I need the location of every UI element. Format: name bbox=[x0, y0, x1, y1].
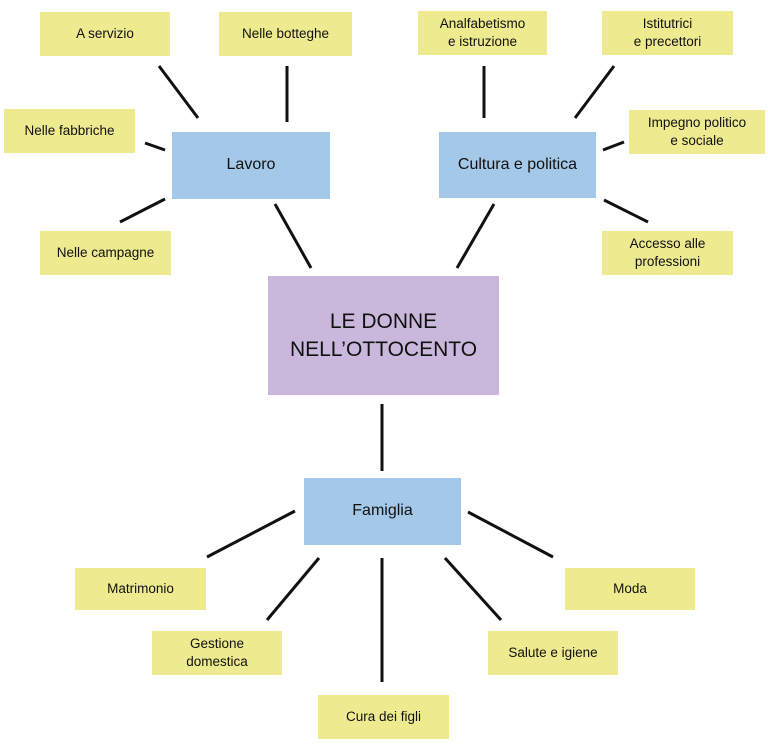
leaf-nelle-botteghe: Nelle botteghe bbox=[219, 12, 352, 56]
branch-famiglia: Famiglia bbox=[304, 478, 461, 545]
leaf-cura-dei-figli: Cura dei figli bbox=[318, 695, 449, 739]
connector-famiglia-gestione bbox=[265, 557, 321, 621]
connector-cultura-istit bbox=[573, 65, 616, 119]
connector-famiglia-matrim bbox=[206, 509, 296, 559]
leaf-istitutrici-precettori: Istitutrici e precettori bbox=[602, 11, 733, 55]
connector-famiglia-moda bbox=[467, 510, 554, 559]
leaf-matrimonio: Matrimonio bbox=[75, 568, 206, 610]
leaf-a-servizio: A servizio bbox=[40, 12, 170, 56]
leaf-impegno-politico-sociale: Impegno politico e sociale bbox=[629, 110, 765, 154]
connector-lavoro-campagne bbox=[119, 197, 166, 224]
connector-cultura-accesso bbox=[603, 198, 649, 224]
connector-center-cultura bbox=[455, 203, 496, 269]
leaf-nelle-fabbriche: Nelle fabbriche bbox=[4, 109, 135, 153]
connector-lavoro-fabbriche bbox=[144, 141, 166, 152]
leaf-gestione-domestica: Gestione domestica bbox=[152, 631, 282, 675]
branch-cultura-politica: Cultura e politica bbox=[439, 132, 596, 198]
leaf-analfabetismo-istruzione: Analfabetismo e istruzione bbox=[418, 11, 547, 55]
connector-cultura-impegno bbox=[602, 140, 625, 152]
leaf-salute-igiene: Salute e igiene bbox=[488, 631, 618, 675]
leaf-moda: Moda bbox=[565, 568, 695, 610]
leaf-accesso-professioni: Accesso alle professioni bbox=[602, 231, 733, 275]
connector-famiglia-salute bbox=[443, 556, 503, 622]
branch-lavoro: Lavoro bbox=[172, 132, 330, 199]
leaf-nelle-campagne: Nelle campagne bbox=[40, 231, 171, 275]
central-topic: LE DONNE NELL’OTTOCENTO bbox=[268, 276, 499, 395]
connector-center-lavoro bbox=[273, 203, 313, 269]
connector-lavoro-servizio bbox=[157, 65, 200, 119]
